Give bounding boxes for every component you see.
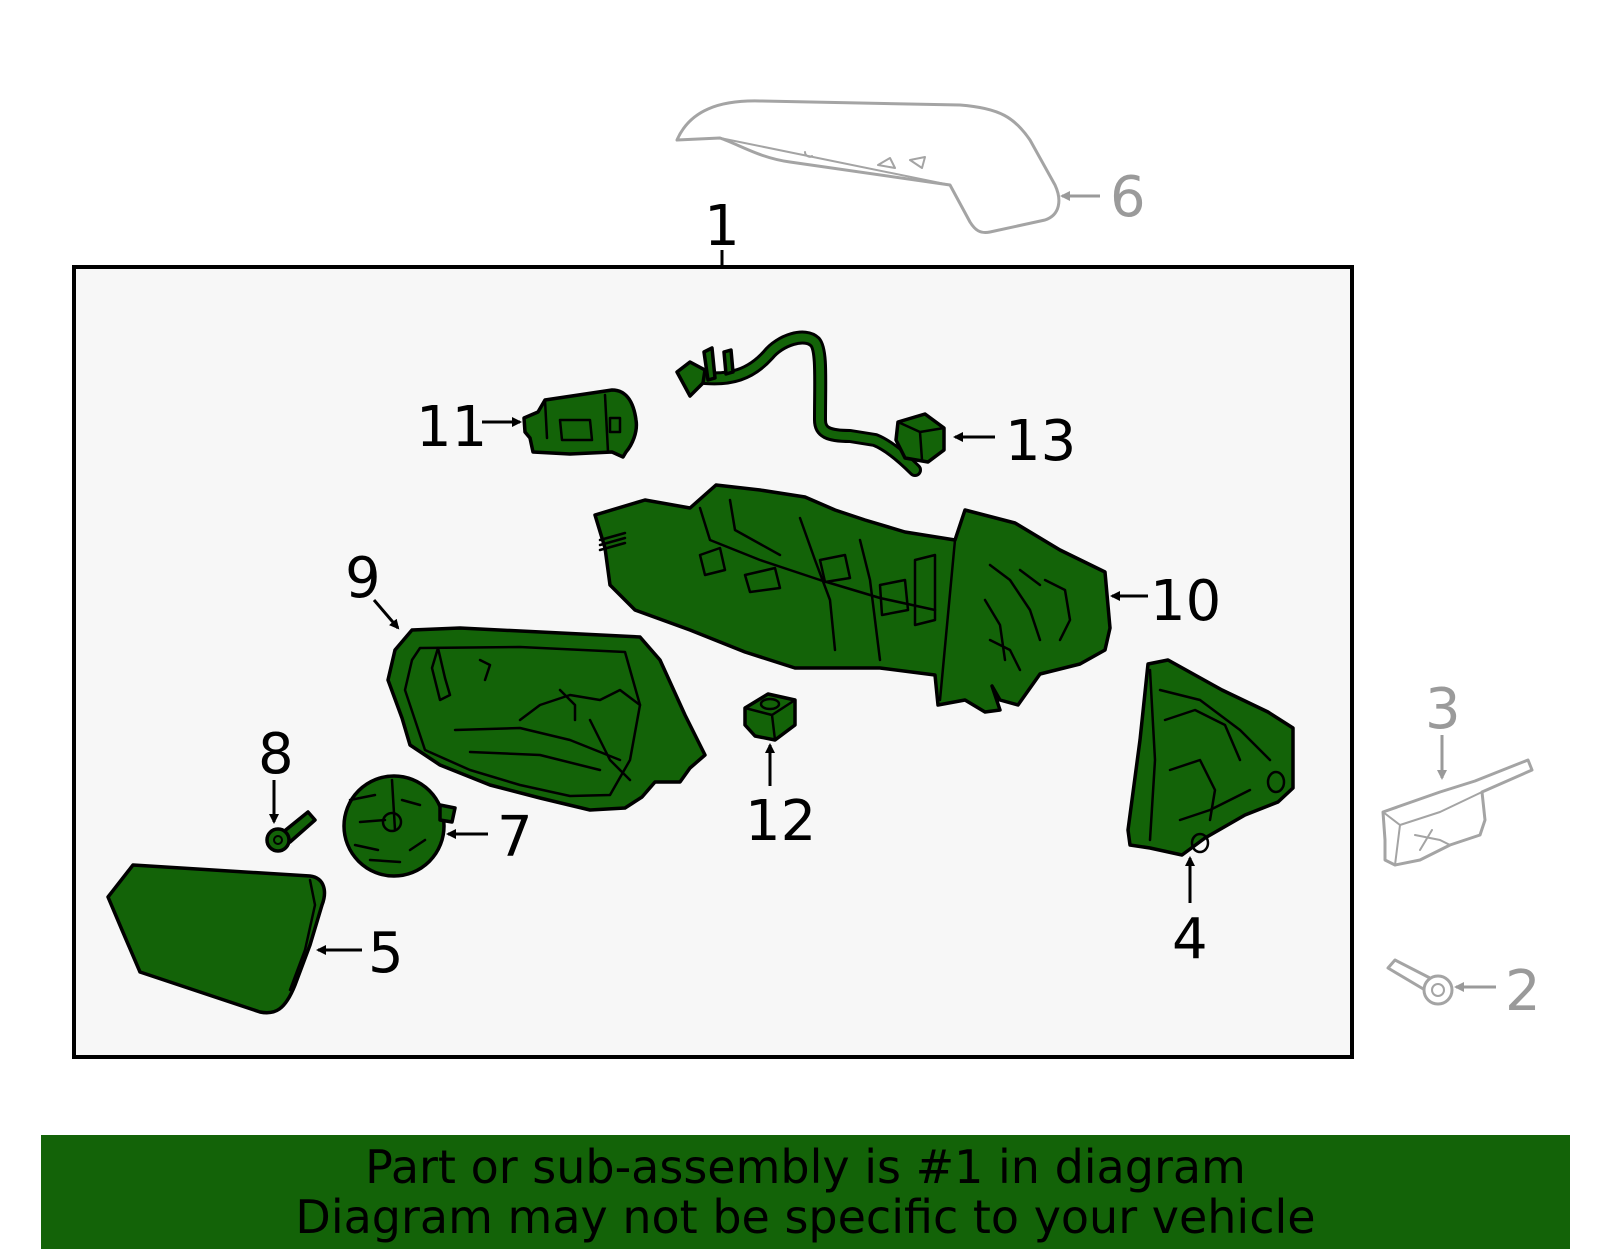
banner-line-1: Part or sub-assembly is #1 in diagram bbox=[365, 1140, 1246, 1194]
callout-13: 13 bbox=[1005, 409, 1076, 474]
callout-5: 5 bbox=[368, 921, 404, 986]
arrow-9 bbox=[372, 599, 400, 630]
callout-7: 7 bbox=[497, 805, 533, 870]
callout-9: 9 bbox=[345, 546, 381, 611]
part-13-harness bbox=[675, 330, 946, 477]
callout-6: 6 bbox=[1110, 165, 1146, 230]
part-6-cover bbox=[675, 99, 1061, 234]
callout-10: 10 bbox=[1150, 569, 1221, 634]
part-8-screw bbox=[265, 810, 317, 853]
callout-1: 1 bbox=[704, 194, 740, 259]
part-12-block bbox=[743, 692, 797, 742]
part-3-bracket bbox=[1381, 758, 1534, 867]
part-5-glass bbox=[106, 863, 327, 1015]
callout-11: 11 bbox=[416, 395, 487, 460]
banner-line-2: Diagram may not be specific to your vehi… bbox=[295, 1190, 1316, 1244]
callout-3: 3 bbox=[1425, 677, 1461, 742]
part-4-lower-housing bbox=[1126, 658, 1295, 857]
part-2-bolt bbox=[1386, 958, 1454, 1006]
part-11-motor bbox=[522, 388, 639, 459]
part-9-frame bbox=[386, 626, 707, 812]
callout-2: 2 bbox=[1505, 959, 1541, 1024]
info-banner: Part or sub-assembly is #1 in diagram Di… bbox=[41, 1135, 1570, 1249]
callout-4: 4 bbox=[1172, 907, 1208, 972]
part-10-housing bbox=[593, 483, 1112, 714]
callout-8: 8 bbox=[258, 722, 294, 787]
callout-12: 12 bbox=[745, 789, 816, 854]
part-7-actuator bbox=[342, 774, 457, 878]
